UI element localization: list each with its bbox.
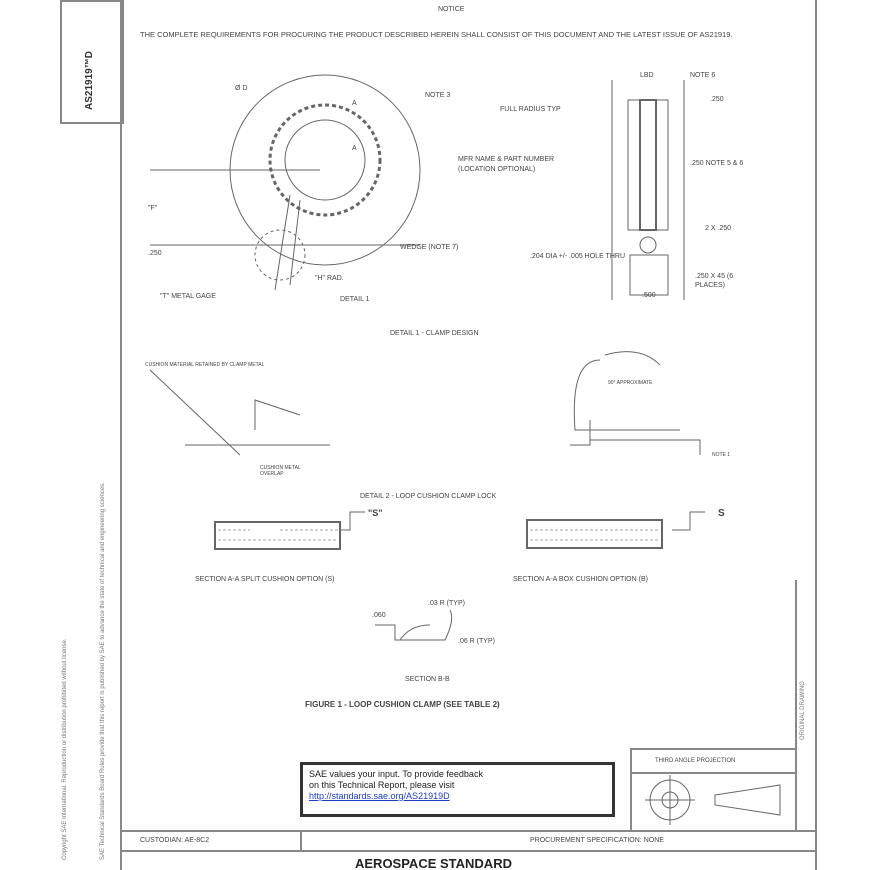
dim-f: "F" [148, 205, 158, 212]
left-border [120, 0, 122, 870]
section-a-label: A [352, 100, 357, 107]
split-caption: SECTION A-A SPLIT CUSHION OPTION (S) [195, 576, 335, 583]
detail-2-caption: DETAIL 2 - LOOP CUSHION CLAMP LOCK [360, 493, 497, 500]
section-bb-caption: SECTION B-B [405, 676, 450, 683]
dim-250: .250 [148, 250, 162, 257]
box-s-leader [672, 511, 705, 531]
title-block-middle-rule [120, 850, 817, 852]
clamp-side-view-inner [639, 99, 657, 231]
clamp-tab-outline [611, 80, 685, 300]
box-caption: SECTION A-A BOX CUSHION OPTION (B) [513, 576, 648, 583]
right-strip-border [795, 580, 797, 830]
projection-box-top [630, 748, 797, 750]
clamp-side-view-outer [627, 99, 669, 231]
hole-dim: .204 DIA +/- .005 HOLE THRU [530, 253, 625, 260]
feedback-box: SAE values your input. To provide feedba… [300, 762, 615, 817]
note-1: NOTE 1 [712, 452, 731, 458]
split-s-label: "S" [368, 508, 383, 518]
h-radius: "H" RAD. [315, 275, 344, 282]
feedback-line-1: SAE values your input. To provide feedba… [309, 769, 483, 779]
note-3: NOTE 3 [425, 92, 451, 99]
bb-dim: .060 [372, 612, 386, 619]
section-bb-profile [375, 609, 453, 641]
box-cushion-section [526, 519, 663, 549]
projection-symbol-cone [645, 775, 781, 825]
detail-1-ref: DETAIL 1 [340, 296, 370, 303]
projection-box-left [630, 748, 632, 830]
section-a-label-2: A [352, 145, 357, 152]
custodian-divider [300, 830, 302, 852]
dim-2x250: 2 X .250 [705, 225, 732, 232]
chamfer-dim: .250 X 45 (6 PLACES) [695, 273, 734, 289]
title-block-frame [60, 0, 124, 124]
document-title: AEROSPACE STANDARD [355, 856, 512, 870]
custodian: CUSTODIAN: AE-8C2 [140, 837, 210, 844]
detail-2-left-linework [149, 369, 330, 456]
bb-radius-2: .06 R (TYP) [458, 638, 495, 645]
note-6: NOTE 6 [690, 72, 716, 79]
procurement-spec: PROCUREMENT SPECIFICATION: NONE [530, 837, 664, 844]
feedback-link[interactable]: http://standards.sae.org/AS21919D [309, 791, 450, 801]
cushion-overlap-note: CUSHION METAL OVERLAP [260, 465, 301, 477]
detail-1-callout-circle [254, 229, 306, 281]
dim-500: .500 [642, 292, 656, 299]
detail-2-right-linework [570, 359, 701, 455]
right-border [815, 0, 817, 870]
figure-caption: FIGURE 1 - LOOP CUSHION CLAMP (SEE TABLE… [305, 700, 500, 709]
box-s-label: S [718, 508, 725, 519]
cushion-retained-note: CUSHION MATERIAL RETAINED BY CLAMP METAL [145, 362, 265, 368]
split-s-leader [340, 511, 365, 531]
detail-2-angle-arc [604, 351, 661, 366]
projection-box-divider [630, 772, 797, 774]
mfr-name-note: MFR NAME & PART NUMBER (LOCATION OPTIONA… [458, 156, 555, 173]
dim-250-note: .250 NOTE 5 & 6 [690, 160, 744, 167]
full-radius: FULL RADIUS TYP [500, 106, 561, 113]
clamp-inner-circle [284, 119, 366, 201]
lbd-label: LBD [640, 72, 654, 79]
notice-text: THE COMPLETE REQUIREMENTS FOR PROCURING … [140, 30, 733, 39]
bb-radius-1: .03 R (TYP) [428, 600, 465, 607]
angle-note: 90° APPROXIMATE [608, 380, 653, 386]
clamp-dimension-lines [150, 169, 420, 291]
projection-label: THIRD ANGLE PROJECTION [655, 758, 736, 764]
wedge-note: WEDGE (NOTE 7) [400, 244, 459, 251]
split-cushion-section [214, 521, 341, 550]
cushion-hatching [218, 529, 660, 541]
notice-title: NOTICE [438, 6, 465, 13]
mounting-hole [639, 236, 657, 254]
t-metal-gage: "T" METAL GAGE [160, 293, 216, 300]
title-block-top-rule [120, 830, 817, 832]
clamp-loop [268, 103, 382, 217]
dim-250-top: .250 [710, 96, 724, 103]
detail-1-caption: DETAIL 1 - CLAMP DESIGN [390, 330, 479, 337]
feedback-line-2: on this Technical Report, please visit [309, 780, 455, 790]
dim-diameter-d: Ø D [235, 85, 248, 92]
